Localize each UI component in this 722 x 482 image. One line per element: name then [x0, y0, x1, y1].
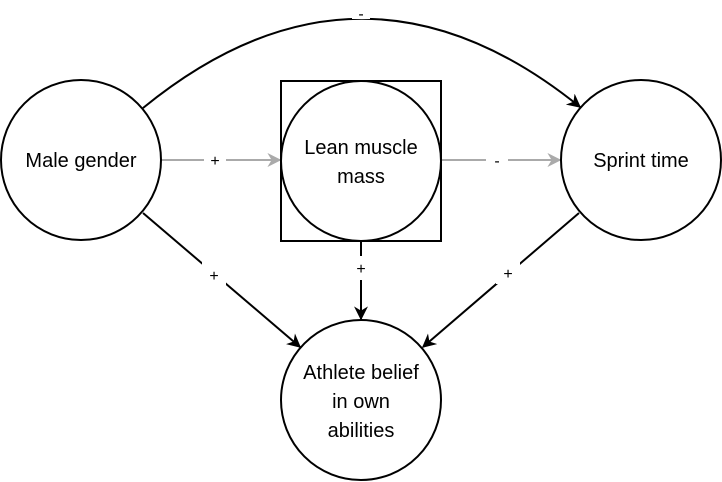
node-label-line-1: Lean muscle: [304, 137, 417, 159]
edge-label-bg: [202, 262, 226, 286]
edge-label-male-belief: +: [209, 268, 218, 285]
node-shape: [280, 319, 442, 481]
edge-label-lean-sprint: -: [494, 153, 499, 170]
edge-label-bg: [496, 260, 520, 284]
node-label-line-2: mass: [337, 166, 385, 188]
node-athlete-belief[interactable]: Athlete belief in own abilities: [280, 319, 442, 481]
node-label-line-2: in own: [332, 391, 390, 413]
edge-male-lean: +: [161, 150, 282, 170]
edge-sprint-belief: +: [421, 212, 580, 348]
edge-male-sprint: -: [142, 5, 582, 109]
edge-label-lean-belief: +: [356, 261, 365, 278]
edge-male-belief: +: [142, 212, 302, 348]
edge-label-bg: [204, 150, 226, 170]
node-lean-muscle-mass[interactable]: Lean muscle mass: [280, 80, 442, 242]
node-label: Male gender: [25, 150, 137, 172]
node-label-line-1: Athlete belief: [303, 362, 419, 384]
edge-label-sprint-belief: +: [503, 266, 512, 283]
edge-label-bg: [352, 5, 370, 19]
node-male-gender[interactable]: Male gender: [0, 79, 162, 241]
edge-label-male-sprint: -: [358, 6, 363, 23]
edge-lean-sprint: -: [441, 150, 562, 170]
node-sprint-time[interactable]: Sprint time: [560, 79, 722, 241]
node-label-line-3: abilities: [328, 420, 395, 442]
edge-label-bg: [486, 150, 508, 170]
edge-lean-belief: +: [350, 241, 372, 321]
node-shape: [280, 80, 442, 242]
node-shape: [0, 79, 162, 241]
edge-label-bg: [350, 256, 372, 280]
node-label: Sprint time: [593, 150, 689, 172]
edge-label-male-lean: +: [210, 153, 219, 170]
node-shape: [560, 79, 722, 241]
